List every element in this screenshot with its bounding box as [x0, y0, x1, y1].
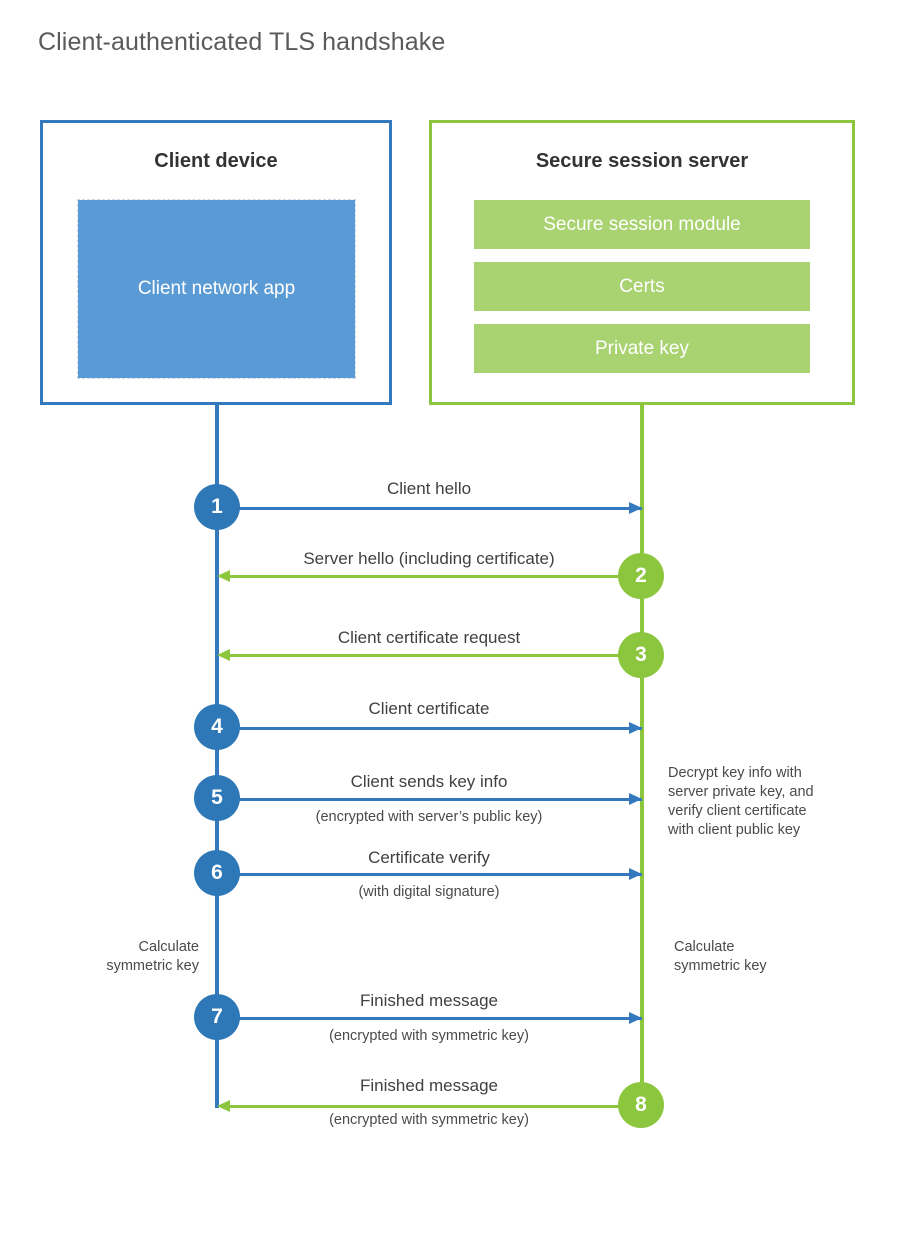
- server-decrypt-note: Decrypt key info with server private key…: [668, 765, 814, 839]
- message-label-8: Finished message: [360, 1076, 498, 1095]
- message-label-3: Client certificate request: [337, 628, 521, 647]
- message-line-7: [217, 1017, 642, 1020]
- message-label-4: Client certificate: [368, 699, 490, 718]
- arrowhead-right-icon: [629, 793, 642, 805]
- message-sublabel-8: (encrypted with symmetric key): [329, 1112, 529, 1128]
- client-device-box: Client device Client network app: [40, 120, 392, 405]
- step-circle-4[interactable]: 4: [194, 704, 240, 750]
- message-line-1: [217, 507, 642, 510]
- arrowhead-left-icon: [217, 570, 230, 582]
- secure-session-server-title: Secure session server: [535, 150, 749, 172]
- step-circle-6[interactable]: 6: [194, 850, 240, 896]
- page-title: Client-authenticated TLS handshake: [38, 28, 446, 56]
- message-sublabel-5: (encrypted with server’s public key): [315, 809, 543, 825]
- arrowhead-right-icon: [629, 722, 642, 734]
- server-components-list: Secure session module Certs Private key: [474, 200, 810, 373]
- server-component-certs: Certs: [474, 262, 810, 311]
- message-line-4: [217, 727, 642, 730]
- server-component-secure-session-module: Secure session module: [474, 200, 810, 249]
- arrowhead-right-icon: [629, 868, 642, 880]
- server-component-private-key: Private key: [474, 324, 810, 373]
- message-line-5: [217, 798, 642, 801]
- server-lifeline: [640, 402, 644, 1106]
- message-sublabel-7: (encrypted with symmetric key): [329, 1028, 529, 1044]
- step-circle-8[interactable]: 8: [618, 1082, 664, 1128]
- message-label-6: Certificate verify: [368, 848, 490, 867]
- step-circle-5[interactable]: 5: [194, 775, 240, 821]
- message-label-2: Server hello (including certificate): [303, 549, 555, 568]
- secure-session-server-box: Secure session server Secure session mod…: [429, 120, 855, 405]
- arrowhead-left-icon: [217, 649, 230, 661]
- client-network-app-block: Client network app: [77, 199, 356, 379]
- message-line-3: [230, 654, 642, 657]
- arrowhead-right-icon: [629, 502, 642, 514]
- arrowhead-left-icon: [217, 1100, 230, 1112]
- step-circle-3[interactable]: 3: [618, 632, 664, 678]
- client-device-title: Client device: [154, 150, 278, 172]
- message-label-1: Client hello: [386, 479, 472, 498]
- message-label-5: Client sends key info: [350, 772, 508, 791]
- step-circle-7[interactable]: 7: [194, 994, 240, 1040]
- message-line-8: [230, 1105, 642, 1108]
- arrowhead-right-icon: [629, 1012, 642, 1024]
- client-lifeline: [215, 402, 219, 1108]
- message-sublabel-6: (with digital signature): [358, 884, 500, 900]
- step-circle-1[interactable]: 1: [194, 484, 240, 530]
- step-circle-2[interactable]: 2: [618, 553, 664, 599]
- client-calculate-symmetric-key-note: Calculate symmetric key: [106, 939, 199, 975]
- message-line-6: [217, 873, 642, 876]
- message-line-2: [230, 575, 642, 578]
- server-calculate-symmetric-key-note: Calculate symmetric key: [674, 939, 767, 975]
- message-label-7: Finished message: [360, 991, 498, 1010]
